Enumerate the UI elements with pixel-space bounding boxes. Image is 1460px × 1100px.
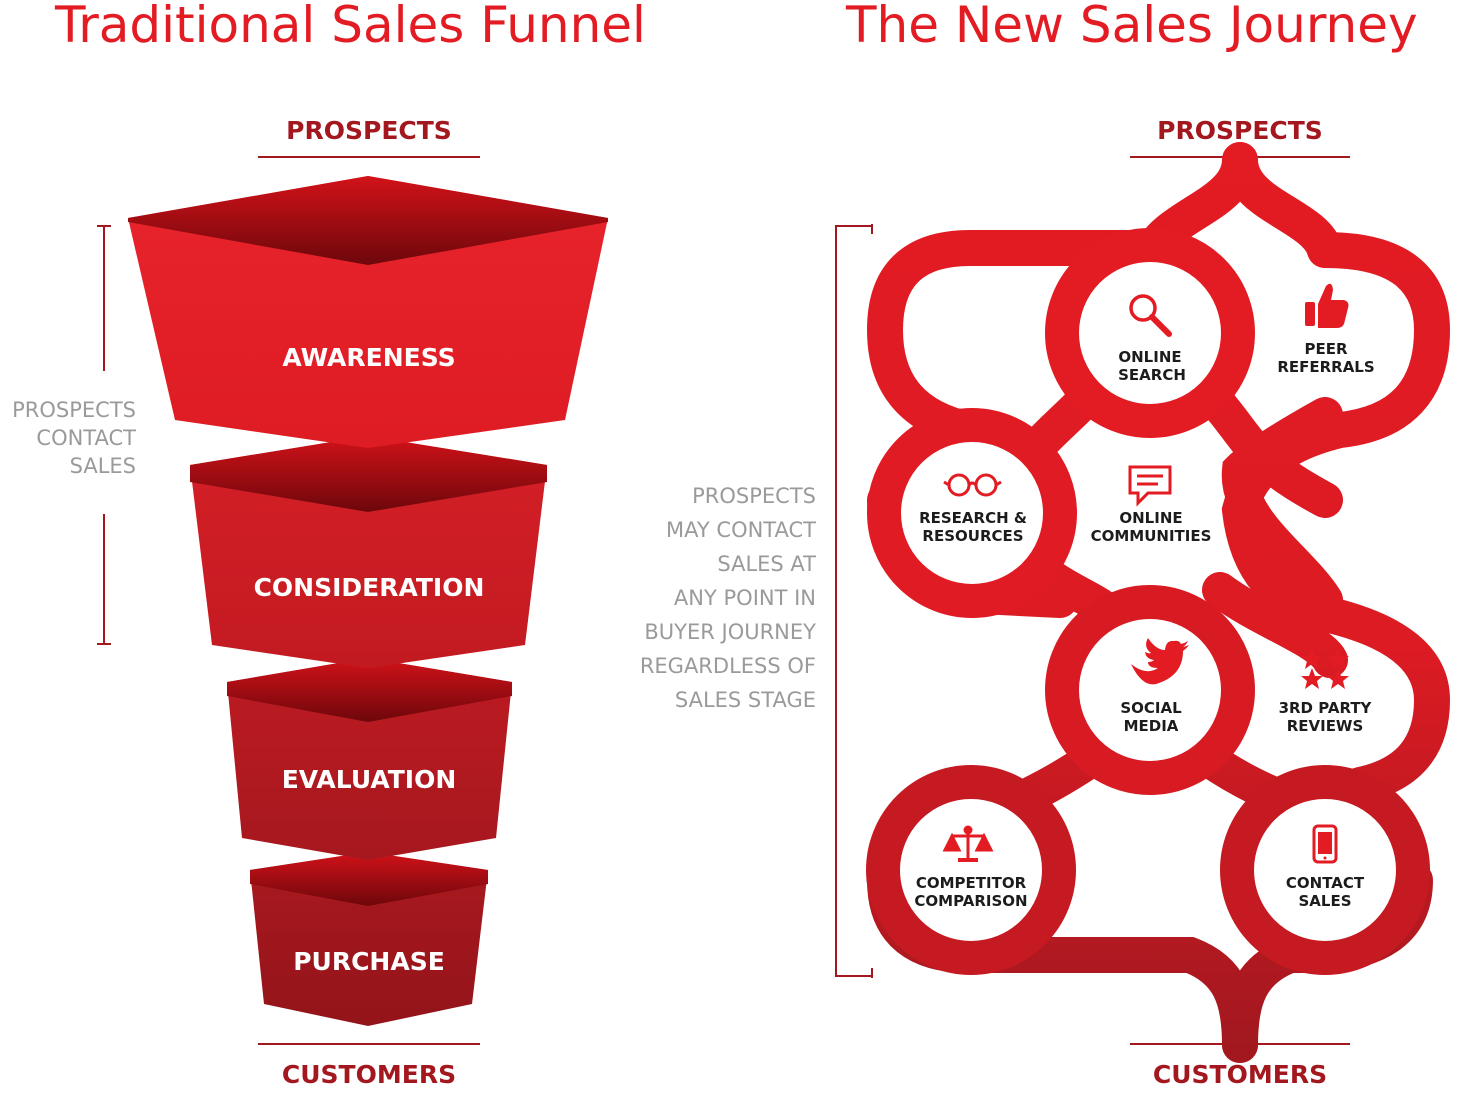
funnel-stage-label: CONSIDERATION — [254, 573, 485, 602]
phone-icon — [1312, 824, 1338, 864]
right-side-note-line: SALES AT — [717, 552, 816, 576]
glasses-icon — [943, 473, 1002, 497]
journey-nodes — [866, 228, 1430, 975]
right-side-note-line: ANY POINT IN — [673, 586, 816, 610]
magnifier-icon — [1129, 294, 1172, 337]
left-customers-rule — [258, 1043, 480, 1045]
left-title: Traditional Sales Funnel — [55, 0, 646, 54]
funnel-stage-awareness: AWARENESS — [128, 176, 608, 448]
right-side-note: PROSPECTS MAY CONTACT SALES AT ANY POINT… — [560, 479, 816, 717]
left-bracket-bottom-cap — [97, 643, 111, 645]
node-label-line: REFERRALS — [1277, 358, 1374, 376]
left-side-note-line: PROSPECTS — [12, 398, 136, 422]
node-label-line: MEDIA — [1124, 717, 1179, 735]
node-ring-contact-sales — [1220, 765, 1430, 975]
node-peer-referrals: PEER REFERRALS — [1277, 340, 1374, 376]
left-side-note-line: SALES — [69, 454, 136, 478]
node-label-line: RESOURCES — [922, 527, 1023, 545]
node-label-line: SEARCH — [1118, 366, 1186, 384]
node-ring-online-search — [1045, 228, 1255, 438]
node-online-communities: ONLINE COMMUNITIES — [1091, 509, 1212, 545]
left-prospects-rule — [258, 156, 480, 158]
node-label-line: REVIEWS — [1287, 717, 1364, 735]
right-side-note-line: SALES STAGE — [674, 688, 816, 712]
funnel-stage-label: PURCHASE — [293, 947, 445, 976]
node-label-line: 3RD PARTY — [1279, 699, 1373, 717]
funnel-stage-consideration: CONSIDERATION — [190, 436, 547, 668]
left-customers-label: CUSTOMERS — [281, 1060, 457, 1089]
node-ring-competitor — [866, 765, 1076, 975]
stars-icon — [1301, 648, 1349, 689]
right-customers-label: CUSTOMERS — [1152, 1060, 1328, 1089]
node-label-line: SOCIAL — [1120, 699, 1182, 717]
right-title: The New Sales Journey — [846, 0, 1418, 54]
node-label-line: COMPETITOR — [916, 874, 1027, 892]
left-bracket-upper — [103, 225, 105, 371]
node-contact-sales: CONTACT SALES — [1286, 874, 1365, 910]
right-customers-rule — [1130, 1043, 1350, 1045]
right-side-note-line: BUYER JOURNEY — [644, 620, 816, 644]
funnel-stage-label: EVALUATION — [282, 765, 457, 794]
node-label-line: SALES — [1298, 892, 1351, 910]
node-third-party-reviews: 3RD PARTY REVIEWS — [1279, 699, 1373, 735]
node-ring-social-media — [1045, 585, 1255, 795]
left-bracket-lower — [103, 514, 105, 644]
funnel-stage-label: AWARENESS — [282, 343, 455, 372]
node-label-line: COMPARISON — [914, 892, 1027, 910]
right-side-note-line: PROSPECTS — [692, 484, 816, 508]
node-label-line: COMMUNITIES — [1091, 527, 1212, 545]
right-side-note-line: MAY CONTACT — [666, 518, 816, 542]
funnel-stage-evaluation: EVALUATION — [227, 658, 512, 860]
twitter-bird-icon — [1131, 638, 1189, 685]
node-research-resources: RESEARCH & RESOURCES — [919, 509, 1027, 545]
node-label-line: CONTACT — [1286, 874, 1365, 892]
left-prospects-label: PROSPECTS — [286, 116, 452, 145]
left-side-note-line: CONTACT — [36, 426, 136, 450]
scales-icon — [942, 825, 994, 862]
right-bracket — [835, 224, 873, 978]
node-label-line: PEER — [1304, 340, 1347, 358]
node-label-line: ONLINE — [1118, 348, 1181, 366]
right-prospects-label: PROSPECTS — [1157, 116, 1323, 145]
sales-funnel: PURCHASE EVALUATION CONSIDERATION AWAREN… — [128, 176, 608, 1026]
node-competitor-comparison: COMPETITOR COMPARISON — [914, 874, 1027, 910]
left-bracket-top-cap — [97, 225, 111, 227]
thumbs-up-icon — [1305, 283, 1349, 328]
node-label-line: ONLINE — [1119, 509, 1182, 527]
right-side-note-line: REGARDLESS OF — [639, 654, 816, 678]
node-label-line: RESEARCH & — [919, 509, 1027, 527]
chat-bubble-icon — [1128, 465, 1172, 507]
node-online-search: ONLINE SEARCH — [1118, 348, 1186, 384]
funnel-stage-purchase: PURCHASE — [250, 852, 488, 1026]
node-ring-research — [867, 408, 1077, 618]
node-social-media: SOCIAL MEDIA — [1120, 699, 1182, 735]
left-side-note: PROSPECTS CONTACT SALES — [0, 396, 136, 480]
